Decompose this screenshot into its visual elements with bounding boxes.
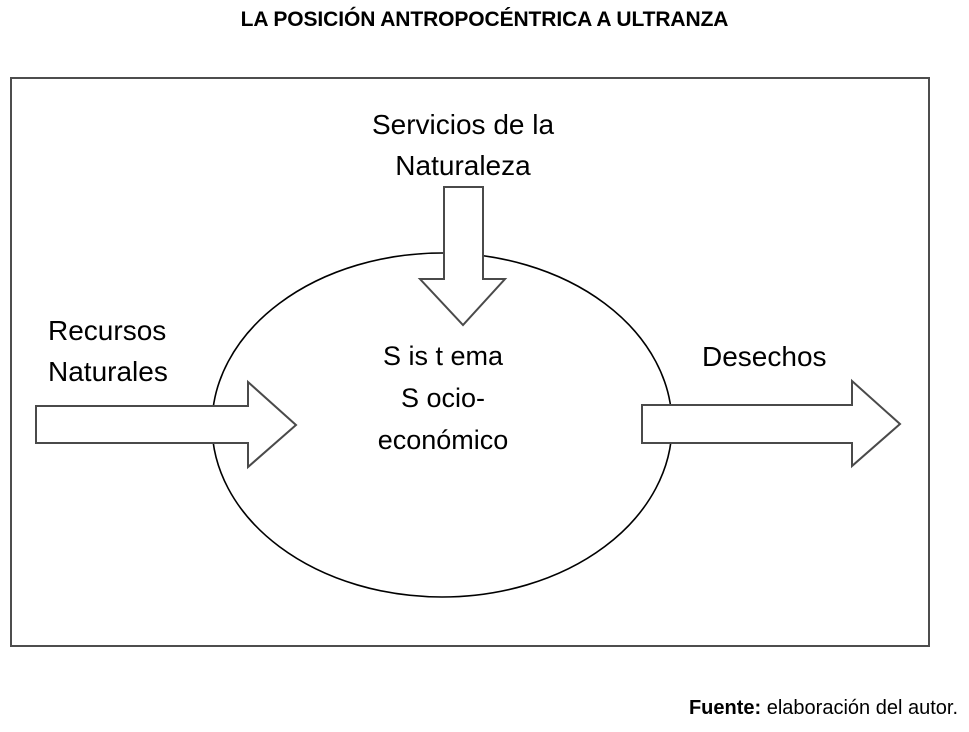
page-title: LA POSICIÓN ANTROPOCÉNTRICA A ULTRANZA bbox=[240, 8, 729, 31]
label-sistema-line-2: S ocio- bbox=[400, 383, 486, 413]
label-recursos-line-2: Naturales bbox=[48, 356, 168, 387]
label-servicios-line-2: Naturaleza bbox=[395, 150, 531, 181]
figure-source-text: elaboración del autor. bbox=[761, 697, 958, 719]
figure-source-label: Fuente: bbox=[688, 697, 762, 719]
figure-source: Fuente: elaboración del autor. bbox=[0, 697, 958, 720]
label-sistema-line-3: económico bbox=[377, 425, 509, 455]
label-sistema-socioeconomico: S is t ema S ocio-económico bbox=[243, 335, 643, 461]
label-sistema-line-1: S is t ema bbox=[382, 341, 504, 371]
label-recursos-line-1: Recursos bbox=[48, 315, 167, 346]
label-servicios-line-1: Servicios de la bbox=[371, 109, 555, 140]
label-desechos: Desechos bbox=[702, 336, 827, 377]
label-desechos-line-1: Desechos bbox=[702, 341, 827, 372]
label-servicios-de-la-naturaleza: Servicios de la Naturaleza bbox=[0, 104, 926, 186]
